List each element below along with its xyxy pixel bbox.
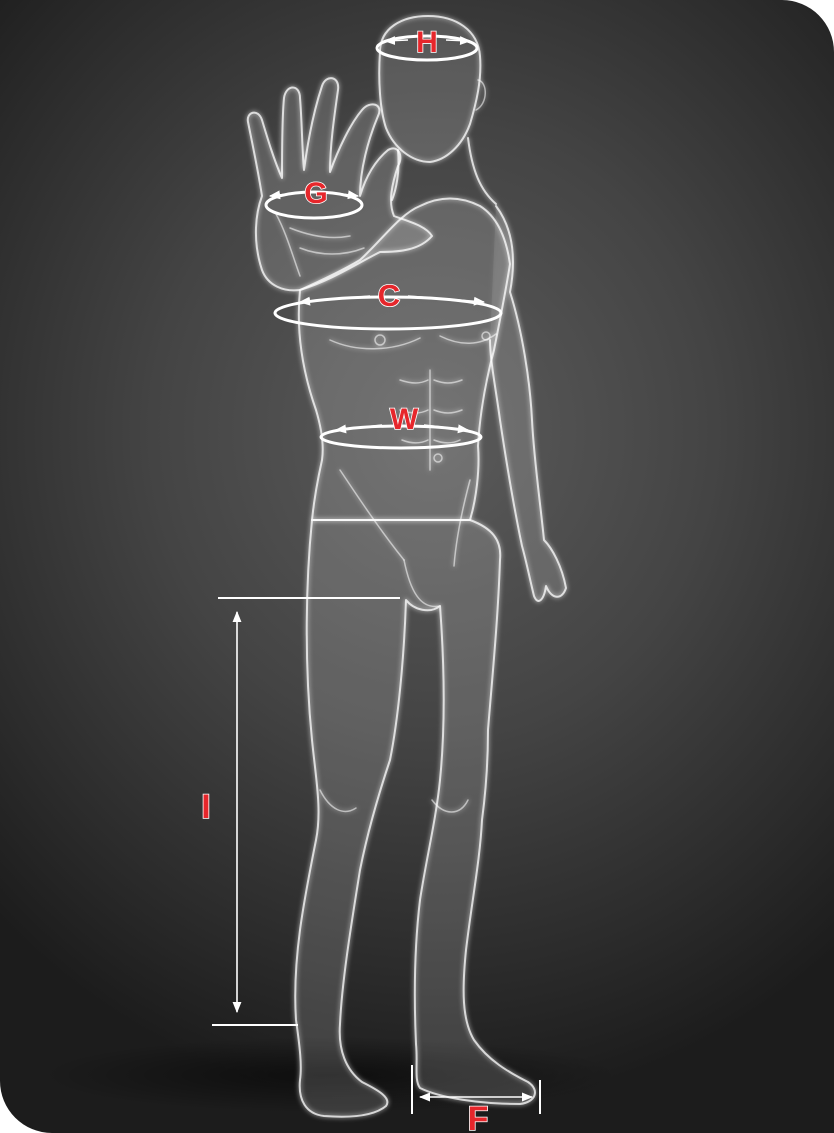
legs-outline [295,520,535,1117]
waist-label: W [390,403,419,436]
chest-label: C [378,278,400,313]
human-figure [248,16,566,1117]
hanging-arm-outline [490,206,566,601]
inseam-label: I [201,788,210,826]
foot-label: F [468,1100,489,1133]
head-label: H [416,26,438,59]
glove-label: G [304,177,327,210]
